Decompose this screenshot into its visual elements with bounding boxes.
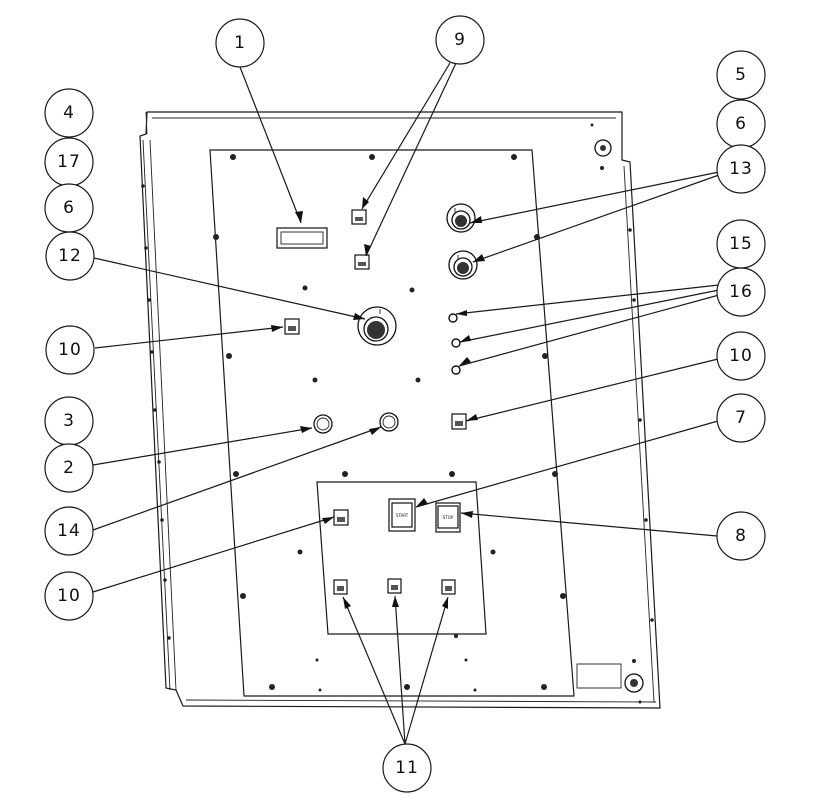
rocker-switch-10a [284,318,300,335]
callout-number: 14 [57,521,81,541]
digital-display [276,227,328,249]
main-control-knob [357,306,397,346]
pilot-light-1 [448,313,458,323]
callout-c14: 14 [44,506,94,556]
callout-c1: 1 [215,18,265,68]
callout-number: 2 [63,458,75,478]
callout-bubbles: 1 9 5 4 6 13 17 6 15 12 16 10 10 3 7 2 14 8 10 11 [44,15,766,793]
stop-button-label: STOP [443,515,454,520]
callout-circle [44,443,94,493]
callout-c7: 7 [716,393,766,443]
callout-number: 16 [729,282,753,302]
callout-c4: 4 [44,88,94,138]
callout-circle [44,88,94,138]
callout-number: 6 [63,198,75,218]
round-button-2 [313,414,333,434]
callout-circle [382,743,432,793]
callout-number: 6 [735,114,747,134]
rocker-switch-10c [333,509,349,526]
callout-number: 17 [57,152,81,172]
rocker-switch-10b [451,413,467,430]
callout-c11: 11 [382,743,432,793]
callout-circle [45,325,95,375]
callout-number: 9 [454,30,466,50]
callout-circle [44,506,94,556]
selector-switch-11a [333,579,348,595]
callout-number: 11 [395,758,419,778]
callout-circle [716,267,766,317]
callout-number: 10 [57,586,81,606]
callout-circle [716,144,766,194]
control-knob-13a [446,203,476,233]
callout-number: 10 [58,340,82,360]
start-button: START [388,498,416,532]
back-plate [139,111,661,709]
callout-number: 10 [729,346,753,366]
callout-number: 4 [63,103,75,123]
toggle-switch-9a [351,209,367,225]
control-knob-13b [448,250,478,280]
inner-panel [209,149,575,697]
callout-c10b: 10 [716,331,766,381]
lower-sub-panel [297,481,496,662]
callout-circle [716,331,766,381]
leader-arrowheads [271,197,485,609]
callout-number: 8 [735,526,747,546]
callout-c17: 17 [44,137,94,187]
callout-number: 5 [735,65,747,85]
toggle-switch-9b [354,254,370,270]
callout-c5: 5 [716,50,766,100]
callout-c12: 12 [45,231,95,281]
callout-c16: 16 [716,267,766,317]
pilot-light-2 [451,338,461,348]
callout-c8: 8 [716,511,766,561]
callout-circle [716,511,766,561]
callout-number: 3 [63,411,75,431]
callout-c2: 2 [44,443,94,493]
callout-number: 12 [58,246,82,266]
callout-c6a: 6 [716,99,766,149]
callout-c13: 13 [716,144,766,194]
pilot-light-3 [451,365,461,375]
callout-circle [44,571,94,621]
callout-c10a: 10 [45,325,95,375]
callout-circle [716,393,766,443]
selector-switch-11b [387,578,402,594]
callout-c6b: 6 [44,183,94,233]
selector-switch-11c [441,579,456,595]
callout-number: 1 [234,33,246,53]
callout-c3: 3 [44,396,94,446]
callout-number: 7 [735,408,747,428]
callout-c9: 9 [435,15,485,65]
callout-number: 15 [729,234,753,254]
callout-circle [215,18,265,68]
stop-button: STOP [435,502,461,533]
callout-c10c: 10 [44,571,94,621]
callout-circle [435,15,485,65]
round-button-14 [379,412,399,432]
bottom-label-plate [576,663,622,689]
callout-c15: 15 [716,219,766,269]
callout-circle [716,50,766,100]
callout-number: 13 [729,159,753,179]
start-button-label: START [396,513,409,518]
callout-circle [45,231,95,281]
leader-lines [92,62,720,745]
